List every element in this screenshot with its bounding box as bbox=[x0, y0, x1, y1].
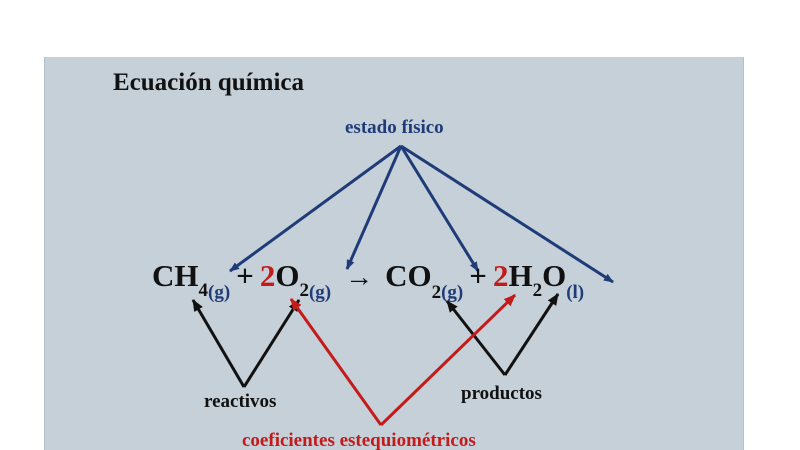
state-arrow-co2 bbox=[399, 145, 480, 272]
state-arrow-o2 bbox=[345, 145, 403, 270]
annotation-arrows bbox=[191, 144, 614, 427]
reactivos-arrow-o2 bbox=[242, 299, 301, 388]
label-reactivos: reactivos bbox=[204, 391, 277, 412]
reactivos-arrow-ch4 bbox=[191, 299, 246, 388]
label-coeficientes: coeficientes estequiométricos bbox=[242, 430, 476, 450]
label-productos: productos bbox=[461, 383, 542, 404]
state-o2: (g) bbox=[308, 282, 332, 303]
productos-arrow-co2 bbox=[445, 300, 507, 376]
state-co2: (g) bbox=[441, 282, 464, 303]
reaction-arrow: → bbox=[345, 262, 374, 293]
formula-o2: 2O2(g) bbox=[259, 258, 332, 303]
label-estado-fisico: estado físico bbox=[345, 117, 444, 138]
slide-title: Ecuación química bbox=[113, 69, 304, 96]
state-ch4: (g) bbox=[208, 282, 231, 303]
slide-panel: Ecuación química bbox=[44, 57, 744, 450]
formula-ch4: CH4(g) bbox=[152, 258, 231, 303]
chemical-equation: CH4(g)+2O2(g)→CO2(g)+2H2O(l) bbox=[152, 260, 584, 302]
plus-sign: + bbox=[236, 258, 254, 293]
state-arrow-h2o bbox=[400, 144, 614, 284]
formula-co2: CO2(g) bbox=[385, 258, 464, 303]
coef-o2: 2 bbox=[259, 258, 276, 293]
state-arrow-ch4 bbox=[229, 144, 402, 273]
formula-h2o: 2H2O(l) bbox=[492, 258, 585, 303]
coef-h2o: 2 bbox=[492, 258, 509, 293]
plus-sign-2: + bbox=[469, 258, 487, 293]
coef-arrow-h2o bbox=[379, 293, 517, 427]
coef-arrow-o2 bbox=[289, 298, 383, 426]
productos-arrow-h2o bbox=[503, 293, 560, 376]
state-h2o: (l) bbox=[566, 282, 585, 303]
